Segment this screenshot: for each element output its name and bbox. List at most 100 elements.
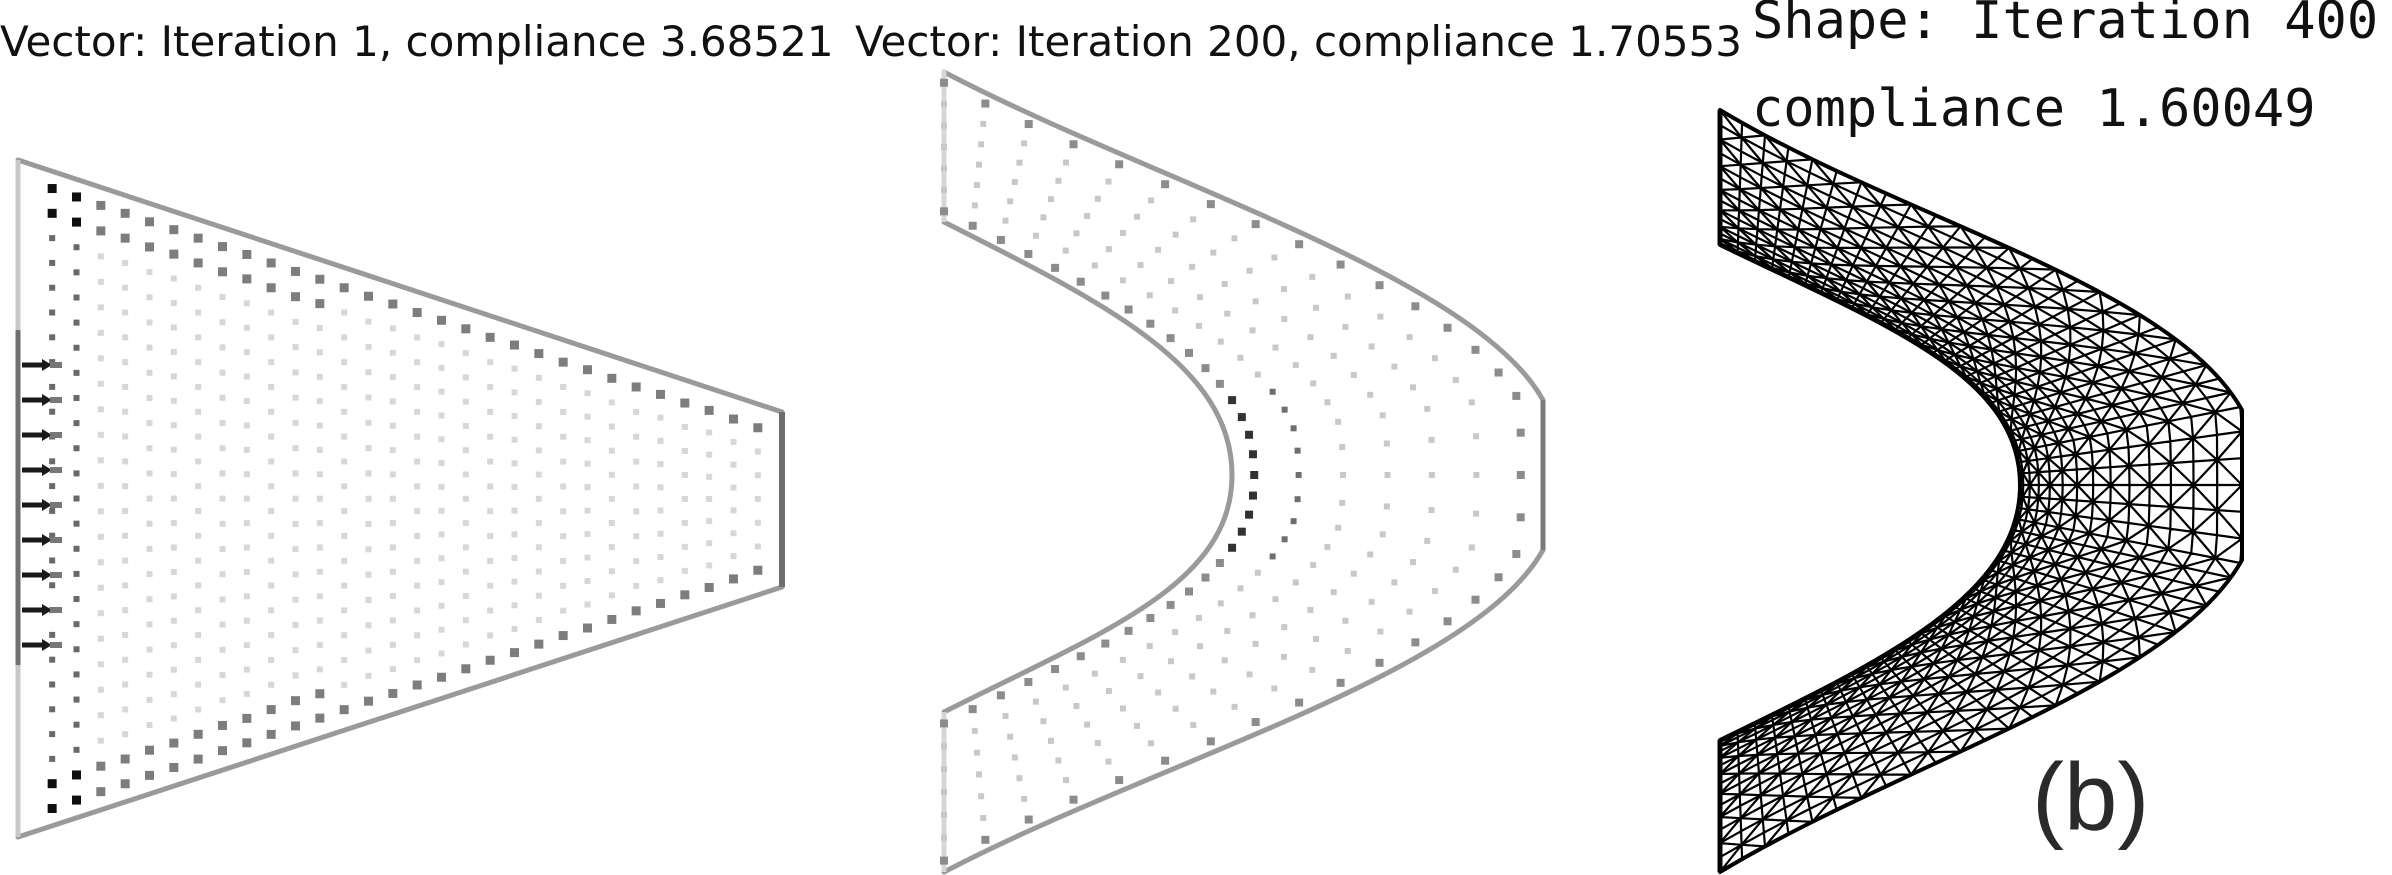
vector-dot <box>292 394 299 401</box>
vector-dot <box>1166 334 1175 343</box>
vector-dot <box>195 557 202 564</box>
vector-dot <box>535 495 542 502</box>
vector-dot <box>243 617 250 624</box>
vector-dot <box>560 433 567 440</box>
vector-dot <box>97 406 104 413</box>
vector-dot <box>268 458 275 465</box>
vector-dot <box>389 593 396 600</box>
vector-dot <box>1280 653 1287 660</box>
vector-dot <box>1231 703 1238 710</box>
vector-dot <box>487 359 494 366</box>
vector-dot <box>73 420 80 427</box>
vector-dot <box>1294 447 1301 454</box>
vector-dot <box>1172 705 1179 712</box>
vector-dot <box>341 384 348 391</box>
vector-dot <box>608 544 615 551</box>
vector-dot <box>193 729 203 739</box>
vector-dot <box>1224 627 1231 634</box>
vector-dot <box>73 244 80 251</box>
vector-dot <box>657 484 664 491</box>
vector-dot <box>146 445 153 452</box>
vector-dot <box>1105 758 1112 765</box>
vector-dot <box>754 543 761 550</box>
vector-dot <box>1119 656 1126 663</box>
vector-dot <box>145 217 154 227</box>
vector-dot <box>1452 376 1459 383</box>
vector-dot <box>1069 140 1078 149</box>
vector-dot <box>316 471 323 478</box>
vector-dot <box>219 520 226 527</box>
vector-dot <box>219 697 226 704</box>
vector-dot <box>292 520 299 527</box>
vector-dot <box>1310 562 1317 569</box>
vector-dot <box>1344 647 1351 654</box>
vector-dot <box>170 568 177 575</box>
vector-dot <box>1190 722 1197 729</box>
vector-dot <box>633 433 640 440</box>
vector-dot <box>268 632 275 639</box>
vector-dot <box>971 202 978 209</box>
mesh-edges <box>1718 109 2244 873</box>
vector-dot <box>584 484 591 491</box>
vector-dot <box>438 579 445 586</box>
vector-dot <box>608 423 615 430</box>
vector-dot <box>266 258 276 268</box>
vector-dot <box>607 373 617 383</box>
vector-dot <box>1189 673 1196 680</box>
panel-2-outline <box>941 69 1546 875</box>
vector-dot <box>73 269 80 276</box>
vector-dot <box>1228 543 1237 552</box>
vector-dot <box>341 681 348 688</box>
vector-dot <box>49 483 56 490</box>
vector-dot <box>122 334 129 341</box>
vector-dot <box>1516 428 1525 437</box>
vector-dot <box>122 582 129 589</box>
vector-dot <box>122 731 129 738</box>
vector-dot <box>47 184 57 194</box>
vector-dot <box>1047 196 1054 203</box>
vector-dot <box>341 359 348 366</box>
vector-dot <box>316 568 323 575</box>
vector-dot <box>706 473 713 480</box>
vector-dot <box>146 269 153 276</box>
vector-dot <box>730 553 737 560</box>
vector-dot <box>730 461 737 468</box>
vector-dot <box>388 299 398 309</box>
vector-dot <box>560 533 567 540</box>
vector-dot <box>97 737 104 744</box>
load-arrow-head <box>42 534 52 546</box>
vector-dot <box>1221 280 1228 287</box>
vector-dot <box>1245 430 1254 439</box>
vector-dot <box>120 233 130 243</box>
vector-dot <box>487 433 494 440</box>
vector-dot <box>1295 698 1304 707</box>
vector-dot <box>535 398 542 405</box>
vector-dot <box>438 483 445 490</box>
vector-dot <box>657 461 664 468</box>
vector-dot <box>729 574 738 584</box>
vector-dot <box>730 484 737 491</box>
vector-dot <box>266 283 276 293</box>
vector-dot <box>941 811 947 818</box>
vector-dot <box>1228 396 1237 405</box>
vector-dot <box>195 408 202 415</box>
vector-dot <box>1084 721 1091 728</box>
vector-dot <box>49 532 56 539</box>
panel-2-shape <box>940 69 1546 875</box>
vector-dot <box>268 656 275 663</box>
vector-dot <box>1021 140 1028 147</box>
vector-dot <box>365 596 372 603</box>
vector-dot <box>511 365 518 372</box>
vector-dot <box>976 771 983 778</box>
vector-dot <box>364 696 373 706</box>
vector-dot <box>193 233 203 243</box>
vector-dot <box>219 470 226 477</box>
vector-dot <box>1330 352 1337 359</box>
vector-dot <box>941 144 947 150</box>
vector-dot <box>584 531 591 538</box>
vector-dot <box>1281 624 1288 631</box>
vector-dot <box>97 584 104 591</box>
vector-dot <box>487 408 494 415</box>
vector-dot <box>1246 671 1253 678</box>
vector-dot <box>219 319 226 326</box>
